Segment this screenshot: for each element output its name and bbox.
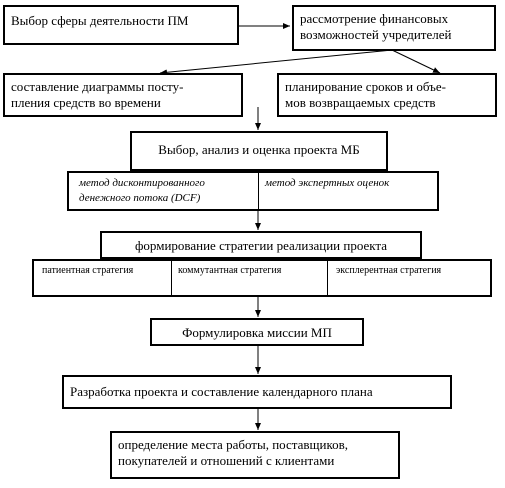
cashflow-diagram-line2: пления средств во времени <box>11 95 161 110</box>
final-line1: определение места работы, поставщиков, <box>118 437 349 452</box>
box-financial-review: рассмотрение финансовых возможностей учр… <box>292 5 496 51</box>
financial-review-line1: рассмотрение финансовых <box>300 11 449 26</box>
cashflow-diagram-line1: составление диаграммы посту- <box>11 79 184 94</box>
project-development-text: Разработка проекта и составление календа… <box>70 384 373 399</box>
box-mission: Формулировка миссии МП <box>150 318 364 346</box>
box-strategy-formation: формирование стратегии реализации проект… <box>100 231 422 259</box>
box-choose-area: Выбор сферы деятельности ПМ <box>3 5 239 45</box>
strategy-commutant-text: коммутантная стратегия <box>178 265 282 276</box>
box-strategies: патиентная стратегия коммутантная страте… <box>32 259 492 297</box>
method-expert-cell: метод экспертных оценок <box>259 173 437 209</box>
strategy-patient-cell: патиентная стратегия <box>34 261 172 295</box>
arrow-finance-to-cashflow <box>159 49 393 76</box>
financial-review-line2: возможностей учредителей <box>300 27 452 42</box>
strategy-explerent-cell: эксплерентная стратегия <box>328 261 490 295</box>
method-dcf-cell: метод дисконтированного денежного потока… <box>69 173 259 209</box>
box-cashflow-diagram: составление диаграммы посту- пления сред… <box>3 73 243 117</box>
planning-line1: планирование сроков и объе- <box>285 79 446 94</box>
strategy-patient-text: патиентная стратегия <box>42 265 134 276</box>
strategy-formation-text: формирование стратегии реализации проект… <box>135 238 387 253</box>
box-methods: метод дисконтированного денежного потока… <box>67 171 439 211</box>
box-planning: планирование сроков и объе- мов возвраща… <box>277 73 497 117</box>
method-dcf-line1: метод дисконтированного <box>79 177 205 189</box>
box-project-development: Разработка проекта и составление календа… <box>62 375 452 409</box>
method-expert-text: метод экспертных оценок <box>265 177 390 189</box>
box-choose-area-text: Выбор сферы деятельности ПМ <box>11 13 189 28</box>
strategy-commutant-cell: коммутантная стратегия <box>172 261 328 295</box>
planning-line2: мов возвращаемых средств <box>285 95 436 110</box>
final-line2: покупателей и отношений с клиентами <box>118 453 335 468</box>
box-project-selection: Выбор, анализ и оценка проекта МБ <box>130 131 388 171</box>
project-selection-text: Выбор, анализ и оценка проекта МБ <box>158 142 360 157</box>
box-final: определение места работы, поставщиков, п… <box>110 431 400 479</box>
method-dcf-line2: денежного потока (DCF) <box>79 192 201 204</box>
arrow-finance-to-planning <box>391 49 441 74</box>
strategy-explerent-text: эксплерентная стратегия <box>336 265 442 276</box>
mission-text: Формулировка миссии МП <box>182 325 332 340</box>
